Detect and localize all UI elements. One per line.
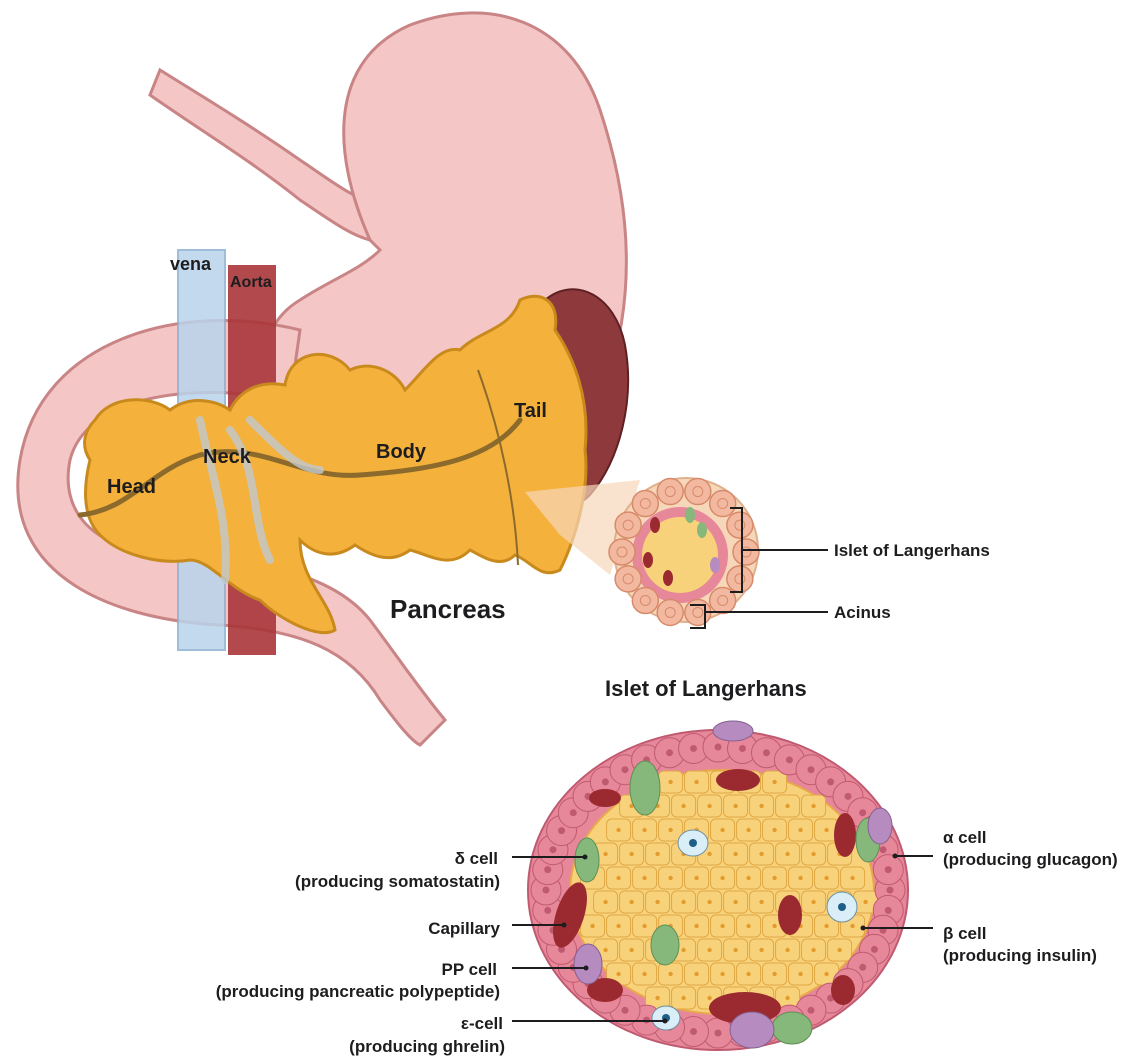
neck-label: Neck bbox=[203, 446, 252, 468]
inset-cell bbox=[685, 507, 695, 523]
pp-note: (producing pancreatic polypeptide) bbox=[216, 982, 500, 1001]
epsilon-note: (producing ghrelin) bbox=[349, 1037, 505, 1056]
alpha-note: (producing glucagon) bbox=[943, 850, 1118, 869]
inset-cell bbox=[710, 557, 720, 573]
capillary bbox=[831, 975, 855, 1005]
acinus bbox=[727, 566, 753, 592]
acinus bbox=[710, 491, 736, 517]
acinus bbox=[685, 479, 711, 505]
pp-cell bbox=[730, 1012, 774, 1048]
acinus bbox=[727, 512, 753, 538]
inset-cell bbox=[643, 552, 653, 568]
acinus bbox=[615, 512, 641, 538]
delta-note: (producing somatostatin) bbox=[295, 872, 500, 891]
acinus bbox=[733, 539, 759, 565]
alpha-label: α cell bbox=[943, 828, 987, 847]
islet-inset-label: Islet of Langerhans bbox=[834, 541, 990, 560]
body-label: Body bbox=[376, 441, 427, 463]
inset-cell bbox=[650, 517, 660, 533]
inset-cell bbox=[663, 570, 673, 586]
delta-cell bbox=[772, 1012, 812, 1044]
acinus bbox=[657, 479, 683, 505]
pancreas-title: Pancreas bbox=[390, 594, 506, 624]
pp-cell bbox=[868, 808, 892, 844]
acinus bbox=[609, 539, 635, 565]
islet-title: Islet of Langerhans bbox=[605, 676, 807, 701]
capillary bbox=[716, 769, 760, 791]
capillary bbox=[834, 813, 856, 857]
capillary bbox=[589, 789, 621, 807]
beta-label: β cell bbox=[943, 924, 986, 943]
delta-cell bbox=[575, 838, 599, 882]
vena-label: vena bbox=[170, 254, 212, 274]
acinus bbox=[632, 587, 658, 613]
pp-cell bbox=[713, 721, 753, 741]
aorta-label: Aorta bbox=[230, 274, 272, 291]
capillary-label: Capillary bbox=[428, 919, 500, 938]
inset-cell bbox=[697, 522, 707, 538]
acinus bbox=[632, 491, 658, 517]
acinus bbox=[615, 566, 641, 592]
delta-label: δ cell bbox=[455, 849, 498, 868]
beta-note: (producing insulin) bbox=[943, 946, 1097, 965]
tail-label: Tail bbox=[514, 400, 547, 422]
head-label: Head bbox=[107, 476, 156, 498]
epsilon-label: ε-cell bbox=[461, 1014, 503, 1033]
pp-cell bbox=[574, 944, 602, 984]
capillary bbox=[778, 895, 802, 935]
acinus bbox=[657, 599, 683, 625]
islet-cross-section bbox=[528, 721, 908, 1050]
pp-label: PP cell bbox=[442, 960, 497, 979]
acinus-label: Acinus bbox=[834, 603, 891, 622]
delta-cell bbox=[630, 761, 660, 815]
delta-cell bbox=[651, 925, 679, 965]
